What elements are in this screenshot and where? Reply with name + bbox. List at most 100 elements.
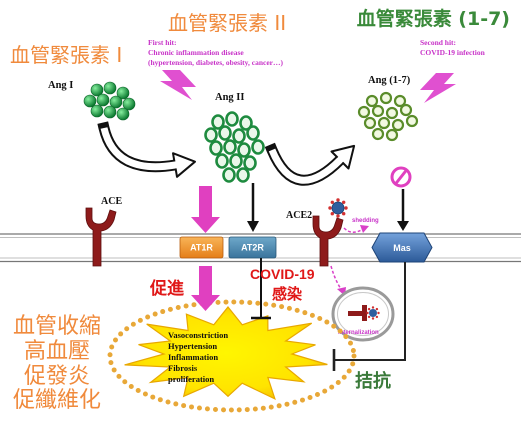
effect-item: Inflammation	[168, 352, 218, 362]
effect-item: Vasoconstriction	[168, 330, 228, 340]
effects-list-en: Vasoconstriction Hypertension Inflammati…	[168, 330, 228, 384]
ang1-7-molecule	[393, 94, 407, 108]
ace-label: ACE	[101, 196, 122, 207]
ang2-to-at1r-arrow	[191, 186, 220, 233]
effect-zh-item: 血管收縮	[13, 314, 101, 339]
ace-conversion-arrow	[97, 121, 196, 178]
arrow-fill	[100, 127, 176, 171]
ang1-molecule	[103, 105, 117, 119]
first-hit-heading: First hit:	[148, 38, 177, 47]
first-hit-line-1: Chronic inflammation disease	[148, 48, 244, 57]
ang1-molecule	[103, 81, 117, 95]
mas-label: Mas	[393, 243, 411, 253]
internalization-path	[330, 265, 342, 290]
ang1-molecule	[109, 95, 123, 109]
ang2-molecule	[239, 115, 253, 131]
arrow-shaft	[199, 266, 212, 296]
ang2-molecule	[246, 125, 260, 141]
ang1-molecule	[96, 93, 110, 107]
lightning-bolt-icon	[420, 73, 456, 103]
ace2-conversion-arrow	[264, 142, 356, 186]
internalization-label: internalization	[338, 330, 379, 336]
arrow-head	[397, 221, 409, 231]
arrow-joint	[172, 161, 180, 169]
ang2-molecule	[243, 155, 257, 171]
virus-icon	[328, 198, 348, 218]
ang2-molecule	[229, 153, 243, 169]
ace-receptor	[85, 207, 117, 267]
ang1-7-molecule	[379, 91, 393, 105]
ang2-molecule	[215, 153, 229, 169]
effect-item: Fibrosis	[168, 363, 198, 373]
arrow-head	[247, 221, 259, 232]
ang2-molecule	[236, 167, 250, 183]
virus-icon	[366, 306, 380, 320]
shedding-arrowhead	[360, 225, 369, 233]
ang2-molecule	[218, 125, 232, 141]
first-hit-line-2: (hypertension, diabetes, obesity, cancer…	[148, 58, 283, 67]
at1r-label: AT1R	[190, 243, 213, 253]
effect-zh-item: 促發炎	[24, 364, 90, 389]
ang1-molecule	[116, 107, 130, 121]
shedding-label: shedding	[352, 218, 379, 224]
ang2-molecule	[225, 111, 239, 127]
ang2-molecule	[204, 127, 218, 143]
internalized-ace2	[348, 305, 367, 321]
title-angiotensin-1-7: 血管緊張素 (1-7)	[357, 7, 510, 30]
ang1-molecule	[122, 97, 136, 111]
mas-receptor: Mas	[371, 232, 433, 263]
ang1-7-to-mas-arrow	[397, 189, 409, 231]
ang2-to-at2r-arrow	[247, 183, 259, 232]
ang1-label: Ang I	[48, 80, 73, 91]
effect-item: proliferation	[168, 374, 214, 384]
ang1-7-molecule	[357, 105, 371, 119]
at2r-receptor: AT2R	[228, 236, 277, 259]
second-hit-heading: Second hit:	[420, 38, 456, 47]
ang1-7-molecule	[377, 116, 391, 130]
infection-label: 感染	[272, 285, 303, 303]
arrow-shaft	[199, 186, 212, 218]
prohibition-icon	[390, 166, 412, 188]
ang1-7-molecule	[371, 127, 385, 141]
ang1-molecule	[90, 83, 104, 97]
ang2-molecule	[251, 139, 265, 155]
covid-label: COVID-19	[250, 266, 315, 282]
mas-hexagon	[371, 232, 433, 263]
ang1-molecule	[83, 94, 97, 108]
second-hit-line-1: COVID-19 infection	[420, 48, 486, 57]
ang1-cluster	[83, 81, 136, 121]
at2r-box	[228, 236, 277, 259]
ang1-7-molecule	[385, 128, 399, 142]
effects-starburst	[124, 306, 328, 401]
antagonize-label: 拮抗	[355, 370, 391, 392]
arrow-fill	[268, 148, 343, 184]
ang2-molecule	[209, 140, 223, 156]
ang1-7-molecule	[365, 94, 379, 108]
ang1-7-molecule	[405, 114, 419, 128]
ang1-molecule	[90, 104, 104, 118]
second-hit-note: Second hit: COVID-19 infection	[420, 38, 486, 57]
at2r-inhibition	[251, 258, 271, 320]
title-angiotensin-1: 血管緊張素 I	[10, 43, 122, 67]
ang1-7-cluster	[357, 91, 419, 142]
ang2-molecule	[232, 128, 246, 144]
effect-zh-item: 促纖維化	[13, 388, 101, 413]
effect-item: Hypertension	[168, 341, 217, 351]
ang1-7-molecule	[399, 103, 413, 117]
at1r-to-effects-arrow	[191, 266, 220, 311]
ace2-receptor	[312, 215, 344, 267]
promote-label: 促進	[149, 278, 184, 299]
title-angiotensin-2: 血管緊張素 II	[168, 11, 286, 35]
ace2-label: ACE2	[286, 210, 312, 221]
ang2-label: Ang II	[215, 92, 244, 103]
outcome-dotted-boundary	[107, 299, 357, 413]
shedding-path	[343, 227, 364, 233]
ang1-7-molecule	[371, 104, 385, 118]
internalization-arrow	[330, 265, 346, 296]
vesicle-inner	[337, 292, 389, 336]
inhibition-line	[334, 262, 406, 361]
at2r-label: AT2R	[241, 243, 264, 253]
ang2-molecule	[223, 139, 237, 155]
